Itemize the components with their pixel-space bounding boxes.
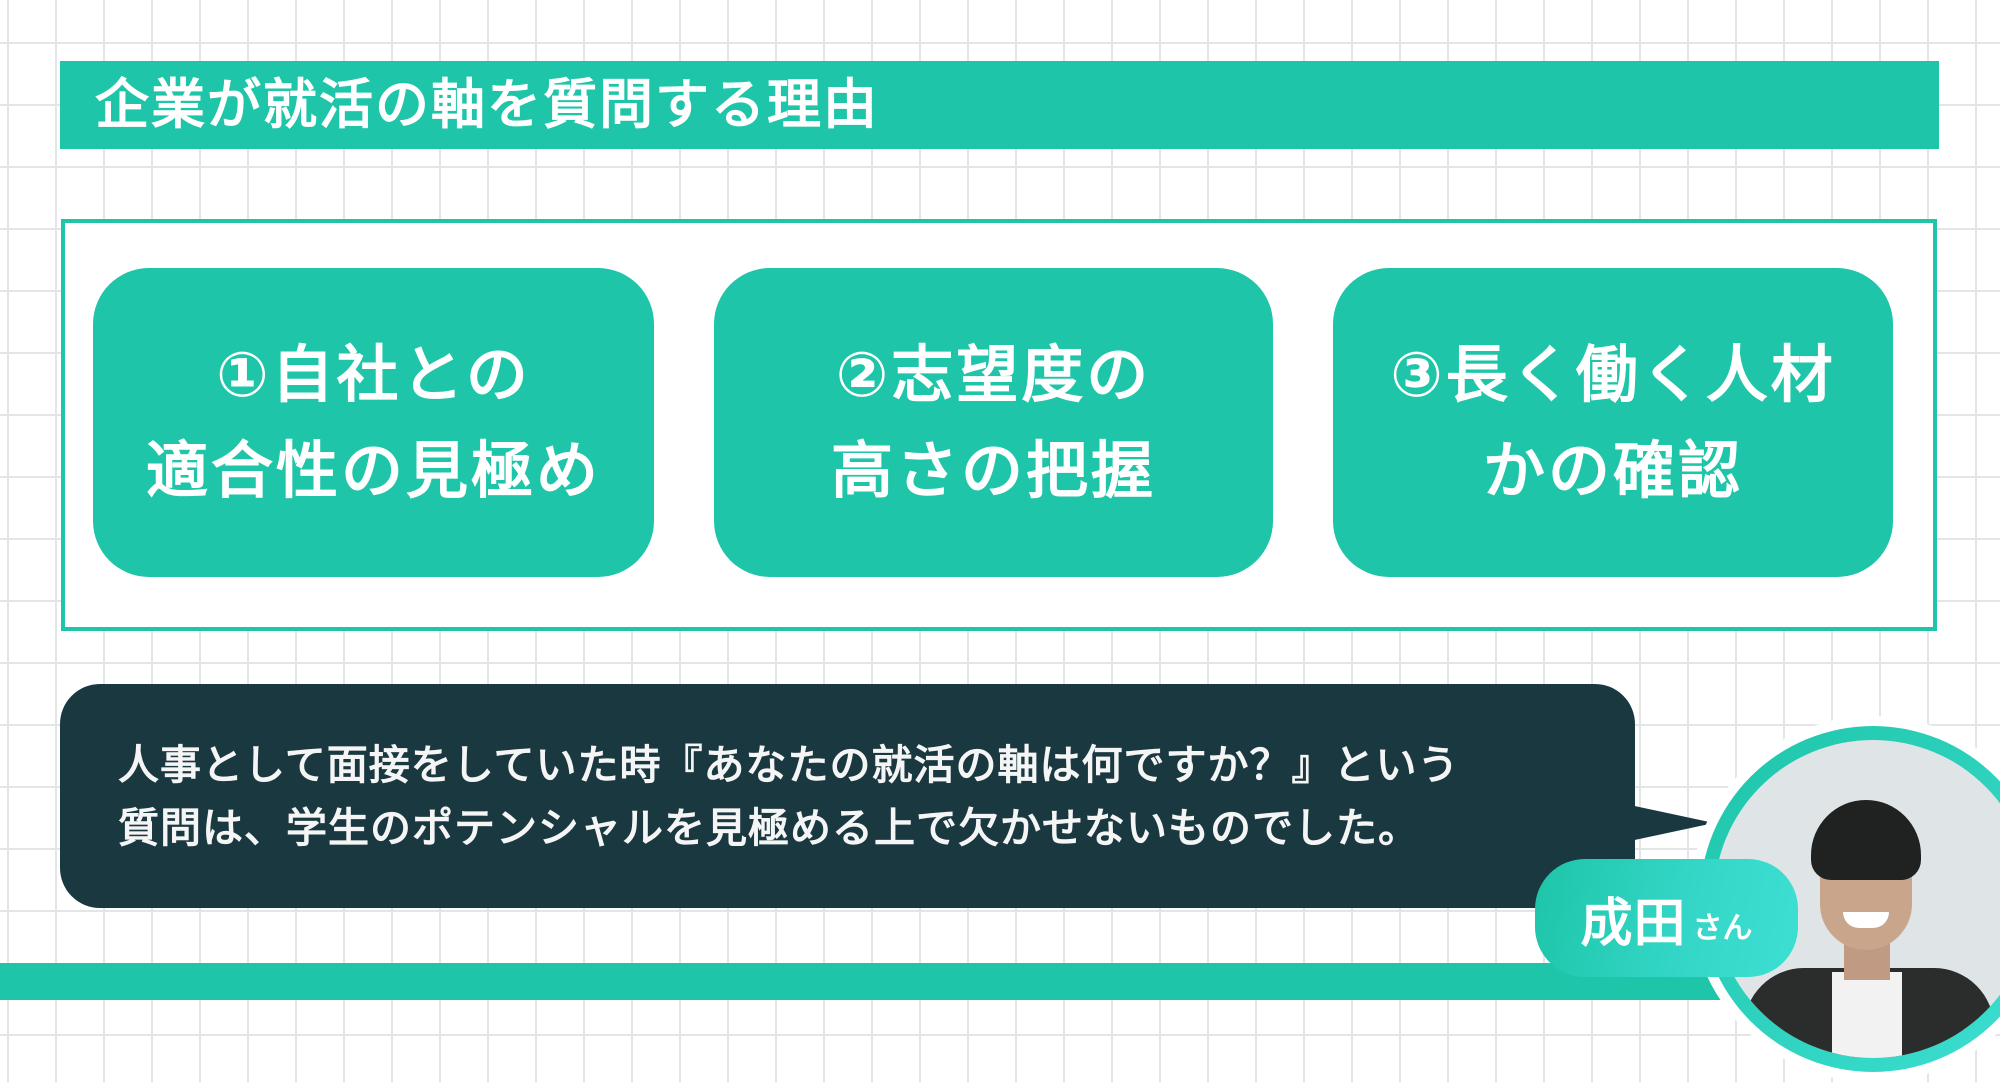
reason-card-3: ③長く働く人材 かの確認: [1333, 268, 1893, 577]
reason-card-2-line1: ②志望度の: [835, 337, 1152, 411]
reason-card-1-line1: ①自社との: [216, 337, 531, 411]
reason-card-3-line1: ③長く働く人材: [1390, 337, 1836, 411]
reason-card-2: ②志望度の 高さの把握: [714, 268, 1273, 577]
reason-card-1: ①自社との 適合性の見極め: [93, 268, 654, 577]
speech-bubble-tail: [1630, 805, 1714, 841]
avatar-hair: [1811, 800, 1921, 880]
quote-line-1: 人事として面接をしていた時『あなたの就活の軸は何ですか？』という: [118, 741, 1460, 789]
page-title: 企業が就活の軸を質問する理由: [95, 73, 879, 136]
speaker-name-badge: 成田 さん: [1535, 859, 1798, 977]
reason-card-1-line2: 適合性の見極め: [145, 433, 601, 507]
quote-line-2: 質問は、学生のポテンシャルを見極める上で欠かせないものでした。: [118, 804, 1420, 852]
avatar-shirt: [1832, 972, 1902, 1058]
speaker-honorific: さん: [1692, 911, 1753, 946]
reason-card-3-line2: かの確認: [1482, 433, 1743, 507]
speech-bubble: 人事として面接をしていた時『あなたの就活の軸は何ですか？』という 質問は、学生の…: [60, 684, 1635, 908]
speaker-name: 成田: [1580, 893, 1687, 954]
reason-card-2-line2: 高さの把握: [830, 433, 1156, 507]
quote-text: 人事として面接をしていた時『あなたの就活の軸は何ですか？』という 質問は、学生の…: [118, 734, 1460, 860]
title-bar: 企業が就活の軸を質問する理由: [60, 61, 1939, 149]
avatar-smile: [1843, 912, 1889, 928]
